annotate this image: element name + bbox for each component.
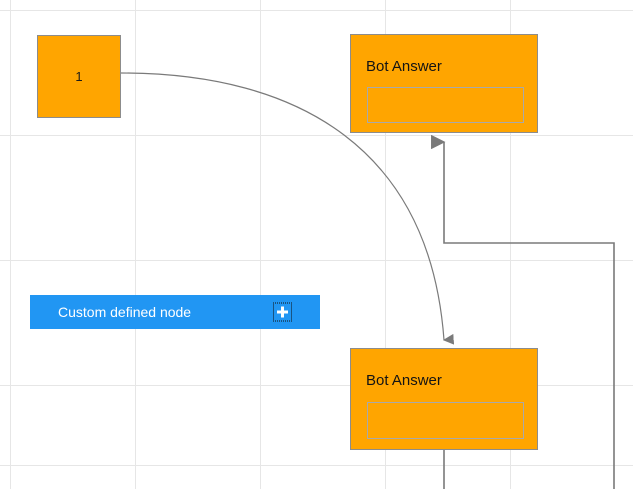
custom-defined-node-palette-item[interactable]: Custom defined node	[30, 295, 320, 329]
start-node-label: 1	[75, 69, 83, 84]
start-node[interactable]: 1	[37, 35, 121, 118]
bot-answer-node-bottom[interactable]: Bot Answer	[350, 348, 538, 450]
plus-icon[interactable]	[273, 302, 292, 322]
plus-icon-vertical-bar	[281, 306, 284, 318]
bot-answer-node-bottom-title: Bot Answer	[366, 372, 442, 389]
bot-answer-node-bottom-slot[interactable]	[367, 402, 524, 439]
bot-answer-node-top-slot[interactable]	[367, 87, 524, 123]
custom-defined-node-label: Custom defined node	[58, 304, 192, 320]
orthogonal-connector-bot-answer-bottom-to-top[interactable]	[431, 134, 615, 489]
curved-connector-node1-to-bot-answer-bottom[interactable]	[120, 72, 455, 345]
bot-answer-node-top[interactable]: Bot Answer	[350, 34, 538, 133]
bot-answer-node-top-title: Bot Answer	[366, 58, 442, 75]
